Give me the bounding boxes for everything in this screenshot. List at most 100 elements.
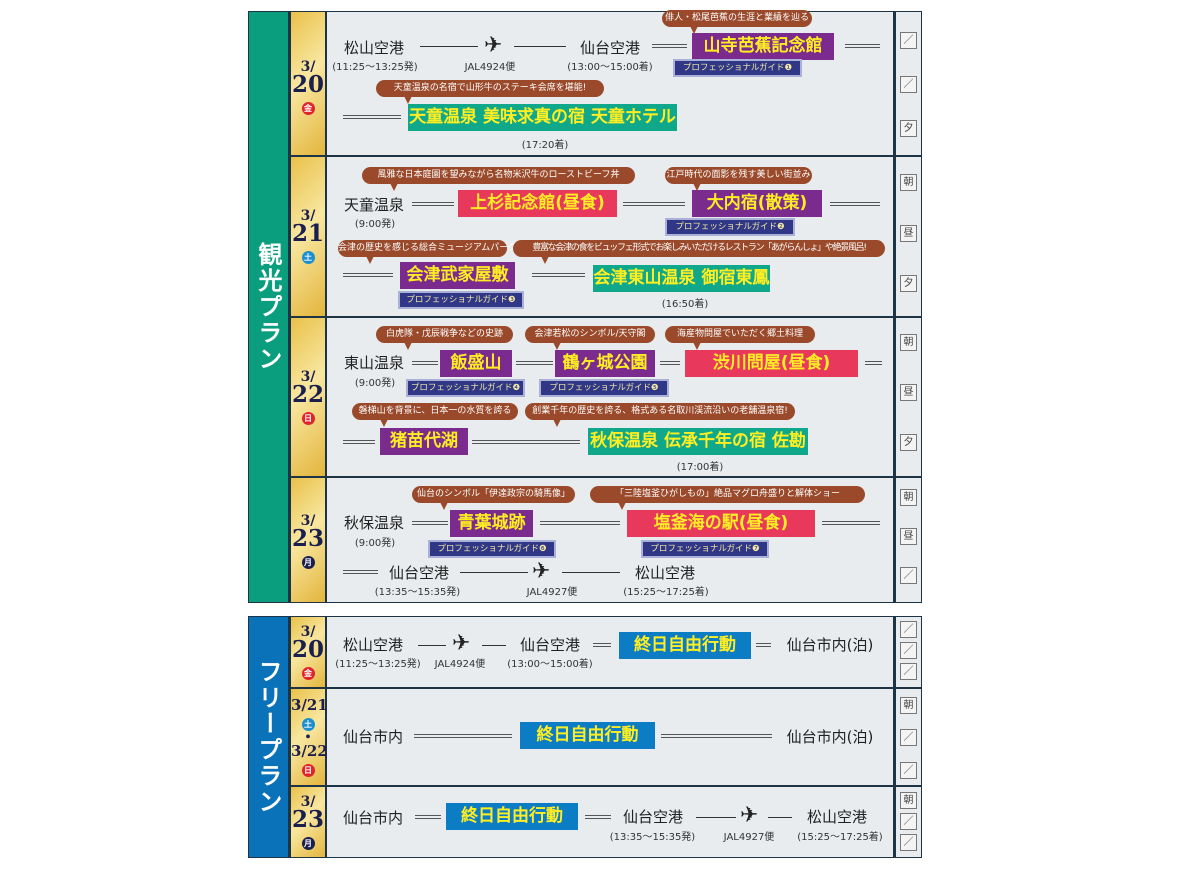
- departure-airport: 仙台空港: [622, 808, 683, 826]
- meal-icon: ／: [900, 621, 917, 638]
- route-double-line: [822, 521, 880, 525]
- hotel-note-bubble: 天童温泉の名宿で山形牛のステーキ会席を堪能!: [376, 80, 604, 104]
- guide-badge: プロフェッショナルガイド❺: [541, 381, 667, 395]
- airplane-icon: ✈: [484, 33, 503, 58]
- hotel-arrival-time: (17:20着): [521, 140, 569, 151]
- meal-icon: 昼: [900, 528, 917, 545]
- date-day: 20: [291, 71, 324, 98]
- route-double-line: [845, 44, 880, 48]
- weekday-badge: 月: [301, 556, 315, 569]
- route-double-line: [756, 643, 771, 647]
- route-double-line: [343, 570, 378, 574]
- spot-note-bubble: 「三陸塩釜ひがしもの」絶品マグロ舟盛りと解体ショー: [590, 486, 865, 510]
- route-double-line: [412, 202, 454, 206]
- departure-time: (9:00発): [354, 538, 396, 549]
- route-double-line: [532, 273, 585, 277]
- date-day: 23: [291, 806, 324, 833]
- departure-place: 松山空港: [343, 39, 404, 57]
- guide-badge: プロフェッショナルガイド❻: [430, 542, 554, 556]
- route-double-line: [830, 202, 880, 206]
- arrival-time: (13:00〜15:00着): [567, 62, 653, 73]
- free-activity-box: 終日自由行動: [446, 803, 578, 830]
- flight-number: JAL4927便: [723, 832, 775, 843]
- meal-icon: 夕: [900, 434, 917, 451]
- weekday-badge: 金: [301, 102, 315, 115]
- route-double-line: [585, 815, 611, 819]
- route-double-line: [652, 44, 687, 48]
- date-month: 3/: [300, 794, 316, 810]
- date-day: 23: [291, 525, 324, 552]
- arrival-time: (15:25〜17:25着): [797, 832, 883, 843]
- spot-note-bubble: 海産物問屋でいただく郷土料理: [665, 326, 815, 350]
- day-row: [327, 617, 893, 687]
- spot-note-bubble: 磐梯山を背景に、日本一の水質を誇る: [352, 403, 518, 427]
- meal-icon: ／: [900, 813, 917, 830]
- guide-badge: プロフェッショナルガイド❸: [400, 293, 522, 307]
- hotel-arrival-time: (17:00着): [676, 462, 724, 473]
- date-second: 3/22: [291, 742, 328, 760]
- spot-note-bubble: 仙台のシンボル「伊達政宗の騎馬像」: [412, 486, 575, 510]
- route-line: [460, 572, 528, 573]
- arrival-airport: 松山空港: [806, 808, 867, 826]
- route-double-line: [412, 521, 448, 525]
- meal-icon: 昼: [900, 225, 917, 242]
- meal-icon: ／: [900, 663, 917, 680]
- sightseeing-plan-label: 観光プラン: [249, 12, 288, 602]
- meal-icon: ／: [900, 32, 917, 49]
- route-double-line: [343, 440, 375, 444]
- route-line: [482, 645, 506, 646]
- meal-icon: 朝: [900, 697, 917, 714]
- date-month: 3/: [300, 369, 316, 385]
- guide-badge: プロフェッショナルガイド❹: [408, 381, 523, 395]
- date-day: 20: [291, 636, 324, 663]
- route-double-line: [661, 734, 772, 738]
- spot-box: 大内宿(散策): [692, 190, 822, 217]
- free-activity-box: 終日自由行動: [619, 632, 751, 659]
- hotel-arrival-time: (16:50着): [661, 299, 709, 310]
- date-month: 3/: [300, 208, 316, 224]
- departure-time: (11:25〜13:25発): [335, 659, 421, 670]
- departure-place: 仙台市内: [342, 809, 403, 827]
- arrival-place: 仙台空港: [579, 39, 640, 57]
- date-cell: 3/23 月: [291, 478, 325, 602]
- departure-place: 天童温泉: [343, 196, 404, 214]
- flight-number: JAL4924便: [434, 659, 486, 670]
- route-double-line: [472, 440, 580, 444]
- date-separator: ・: [300, 728, 316, 746]
- spot-box: 鶴ヶ城公園: [555, 350, 655, 377]
- stay-place: 仙台市内(泊): [786, 636, 874, 654]
- route-line: [420, 46, 478, 47]
- arrival-time: (13:00〜15:00着): [507, 659, 593, 670]
- route-double-line: [414, 734, 512, 738]
- date-day: 21: [291, 220, 324, 247]
- departure-place: 秋保温泉: [343, 514, 404, 532]
- spot-note-bubble: 風雅な日本庭園を望みながら名物米沢牛のローストビーフ丼: [362, 167, 635, 191]
- guide-badge: プロフェッショナルガイド❼: [643, 542, 767, 556]
- departure-time: (13:35〜15:35発): [609, 832, 696, 843]
- meal-icon: 夕: [900, 275, 917, 292]
- route-double-line: [343, 273, 393, 277]
- hotel-box: 会津東山温泉 御宿東鳳: [593, 265, 770, 292]
- spot-note-bubble: 会津の歴史を感じる総合ミュージアムパーク: [338, 240, 517, 264]
- departure-airport: 仙台空港: [388, 564, 449, 582]
- spot-box: 青葉城跡: [450, 510, 533, 537]
- stay-place: 仙台市内(泊): [786, 728, 874, 746]
- route-double-line: [623, 202, 685, 206]
- route-double-line: [516, 361, 553, 365]
- guide-badge: プロフェッショナルガイド❷: [667, 220, 793, 234]
- departure-time: (13:35〜15:35発): [374, 587, 461, 598]
- route-line: [514, 46, 566, 47]
- hotel-note-bubble: 豊富な会津の食をビュッフェ形式でお楽しみいただけるレストラン「あがらんしょ」や絶…: [513, 240, 885, 264]
- weekday-badge: 日: [301, 412, 315, 425]
- weekday-badge: 月: [301, 837, 315, 850]
- arrival-airport: 松山空港: [634, 564, 695, 582]
- route-line: [562, 572, 620, 573]
- flight-number: JAL4927便: [526, 587, 578, 598]
- date-month: 3/: [300, 513, 316, 529]
- spot-note-bubble: 白虎隊・戊辰戦争などの史跡: [376, 326, 513, 350]
- meal-icon: ／: [900, 834, 917, 851]
- route-double-line: [660, 361, 680, 365]
- spot-box: 渋川問屋(昼食): [685, 350, 858, 377]
